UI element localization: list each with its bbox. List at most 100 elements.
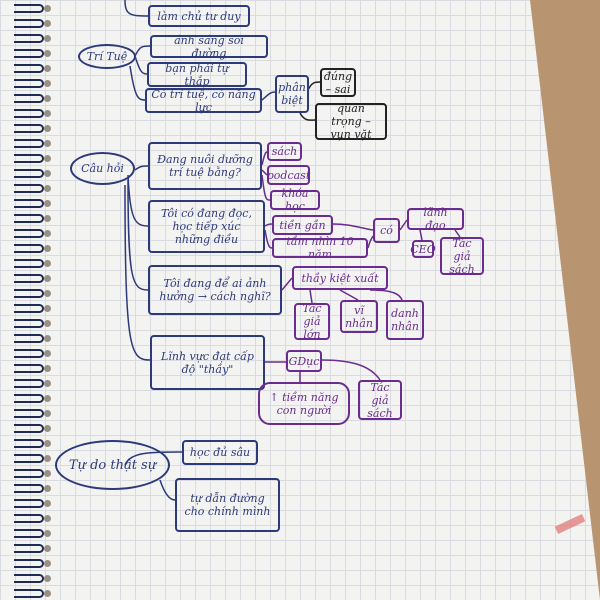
spiral-ring	[14, 19, 44, 28]
node-podcast: podcast	[267, 165, 310, 185]
punch-hole	[44, 110, 51, 117]
spiral-ring	[14, 184, 44, 193]
node-khoa-hoc: khóa học	[270, 187, 320, 213]
punch-hole	[44, 425, 51, 432]
node-tu-thap: bạn phải tự thắp	[147, 62, 247, 88]
punch-hole	[44, 275, 51, 282]
node-cau-hoi-root: Câu hỏi	[70, 152, 135, 185]
punch-hole	[44, 5, 51, 12]
node-tiem-nang: ↑ tiềm năng con người	[258, 382, 350, 425]
spiral-ring	[14, 124, 44, 133]
node-gduc: GDục	[286, 350, 322, 372]
punch-hole	[44, 185, 51, 192]
punch-hole	[44, 125, 51, 132]
node-quan-trong: quan trọng – vụn vặt	[315, 102, 387, 141]
spiral-ring	[14, 289, 44, 298]
punch-hole	[44, 500, 51, 507]
punch-hole	[44, 545, 51, 552]
spiral-ring	[14, 49, 44, 58]
node-q4: Lĩnh vực đạt cấp độ "thầy"	[150, 335, 265, 390]
punch-hole	[44, 560, 51, 567]
spiral-ring	[14, 4, 44, 13]
spiral-ring	[14, 439, 44, 448]
punch-hole	[44, 305, 51, 312]
node-tac-gia-lon: Tác giả lớn	[294, 302, 330, 341]
node-tac-gia-sach-2: Tác giả sách	[358, 380, 402, 420]
punch-hole	[44, 515, 51, 522]
spiral-ring	[14, 169, 44, 178]
spiral-ring	[14, 574, 44, 583]
spiral-ring	[14, 199, 44, 208]
node-lanh-dao: lãnh đạo	[407, 206, 464, 232]
punch-hole	[44, 290, 51, 297]
node-danh-nhan: danh nhân	[386, 300, 424, 340]
spiral-ring	[14, 514, 44, 523]
punch-hole	[44, 470, 51, 477]
punch-hole	[44, 20, 51, 27]
spiral-ring	[14, 304, 44, 313]
spiral-ring	[14, 79, 44, 88]
punch-hole	[44, 590, 51, 597]
spiral-ring	[14, 259, 44, 268]
punch-hole	[44, 65, 51, 72]
node-vi-nhan: vĩ nhân	[340, 300, 378, 333]
spiral-ring	[14, 319, 44, 328]
node-co: có	[373, 218, 400, 243]
spiral-ring	[14, 394, 44, 403]
node-tam-nhin: tầm nhìn 10 năm	[272, 235, 368, 261]
node-tri-tue-root: Trí Tuệ	[78, 44, 136, 69]
spiral-ring	[14, 529, 44, 538]
spiral-ring	[14, 64, 44, 73]
spiral-ring	[14, 244, 44, 253]
node-q1: Đang nuôi dưỡng trí tuệ bằng?	[148, 142, 262, 190]
spiral-ring	[14, 154, 44, 163]
punch-hole	[44, 410, 51, 417]
punch-hole	[44, 230, 51, 237]
node-lam-chu-tu-duy: làm chủ tư duy	[148, 5, 250, 27]
punch-hole	[44, 335, 51, 342]
spiral-ring	[14, 139, 44, 148]
punch-hole	[44, 365, 51, 372]
spiral-ring	[14, 94, 44, 103]
spiral-ring	[14, 559, 44, 568]
punch-hole	[44, 140, 51, 147]
node-anh-sang: ánh sáng soi đường	[150, 34, 268, 60]
punch-hole	[44, 575, 51, 582]
spiral-ring	[14, 484, 44, 493]
punch-hole	[44, 485, 51, 492]
spiral-ring	[14, 424, 44, 433]
spiral-ring	[14, 274, 44, 283]
node-hoc-du-sau: học đủ sâu	[182, 440, 258, 465]
punch-hole	[44, 350, 51, 357]
node-tu-do-root: Tự do thật sự	[55, 440, 170, 490]
punch-hole	[44, 95, 51, 102]
punch-hole	[44, 245, 51, 252]
spiral-ring	[14, 364, 44, 373]
spiral-ring	[14, 379, 44, 388]
spiral-ring	[14, 109, 44, 118]
punch-hole	[44, 170, 51, 177]
punch-hole	[44, 530, 51, 537]
spiral-ring	[14, 229, 44, 238]
punch-hole	[44, 155, 51, 162]
spiral-binding	[14, 0, 51, 600]
punch-hole	[44, 50, 51, 57]
punch-hole	[44, 320, 51, 327]
node-tien-gan: tiền gần	[272, 215, 333, 235]
node-q3: Tôi đang để ai ảnh hưởng → cách nghĩ?	[148, 265, 282, 315]
node-q2: Tôi có đang đọc, học tiếp xúc những điều	[148, 200, 265, 253]
spiral-ring	[14, 499, 44, 508]
punch-hole	[44, 200, 51, 207]
punch-hole	[44, 440, 51, 447]
node-phan-biet: phân biệt	[275, 75, 309, 113]
spiral-ring	[14, 349, 44, 358]
punch-hole	[44, 395, 51, 402]
node-dung-sai: đúng – sai	[320, 68, 356, 97]
node-thay-kiet-xuat: thầy kiệt xuất	[292, 266, 388, 290]
punch-hole	[44, 260, 51, 267]
spiral-ring	[14, 589, 44, 598]
punch-hole	[44, 80, 51, 87]
spiral-ring	[14, 469, 44, 478]
